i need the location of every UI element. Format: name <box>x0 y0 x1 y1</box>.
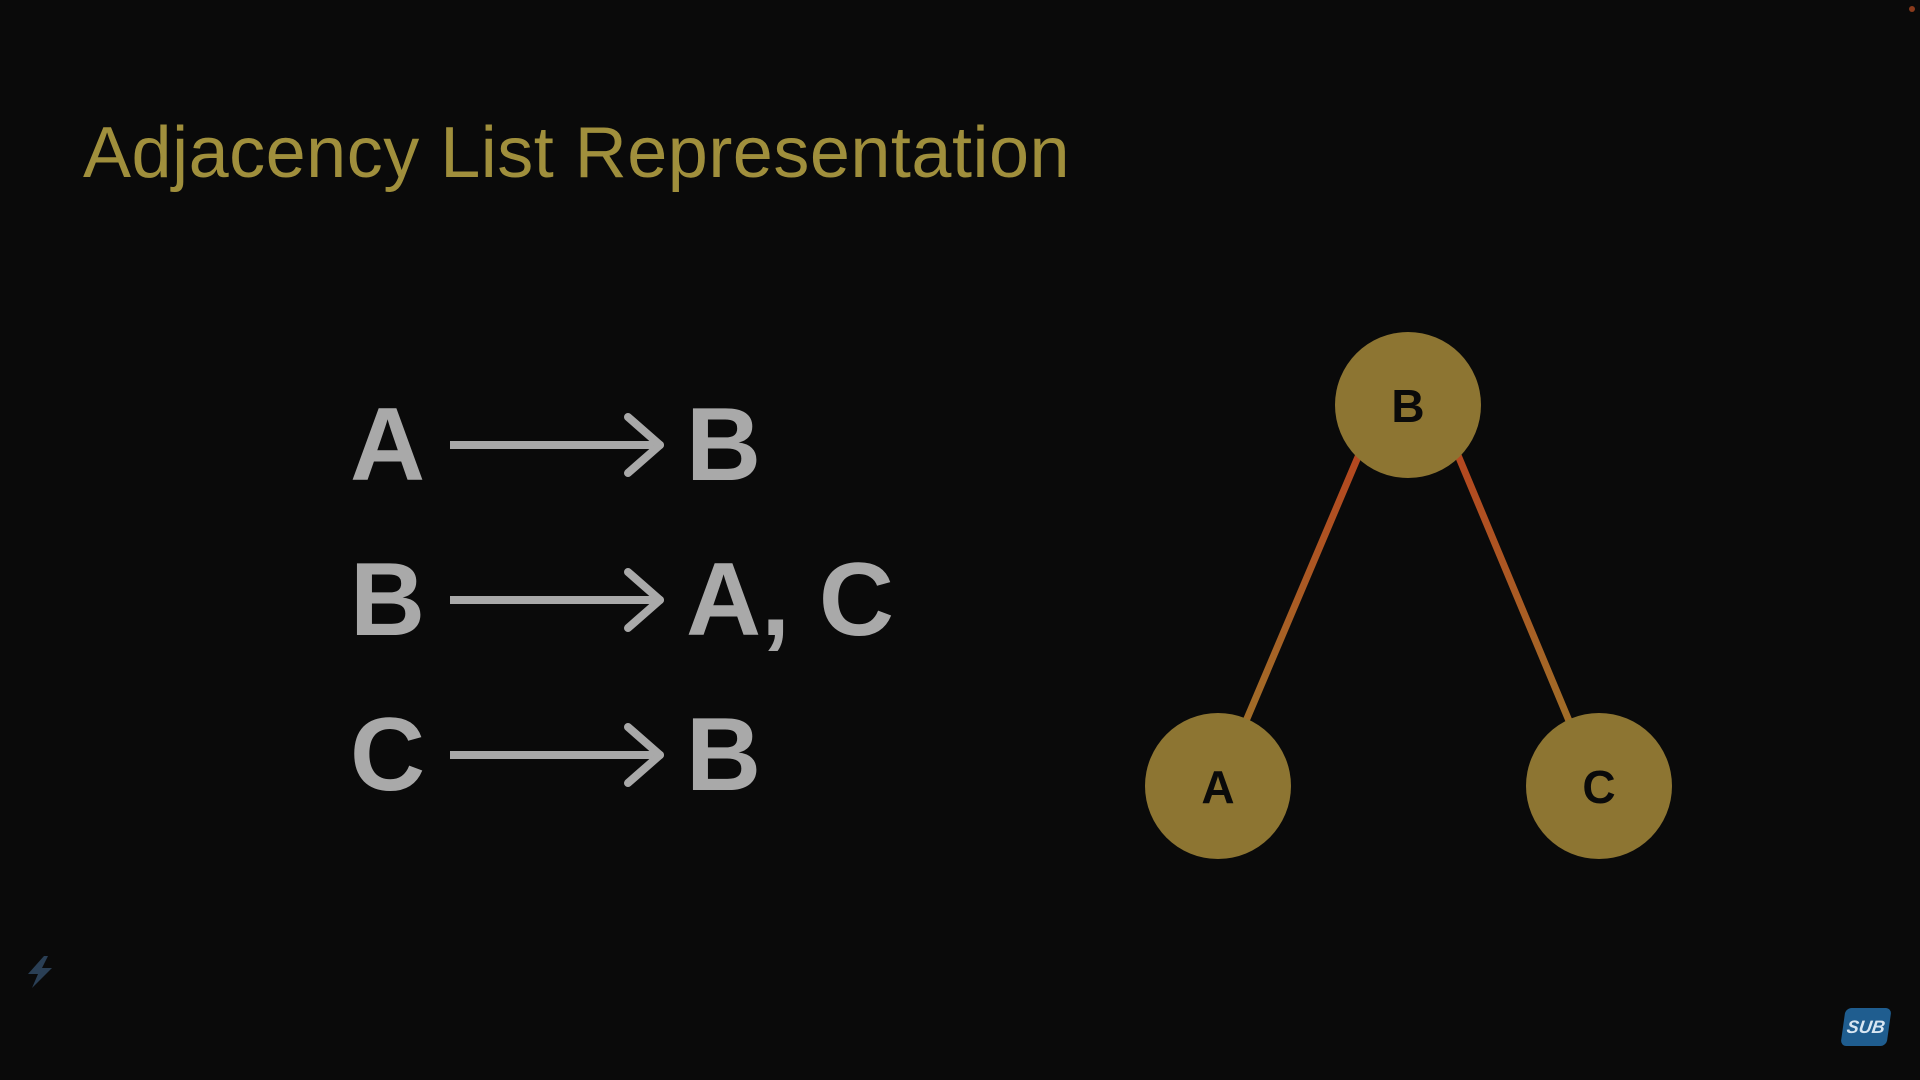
sub-badge: SUB <box>1840 1008 1892 1046</box>
right-arrow-icon <box>450 568 664 632</box>
adjacency-neighbors: B <box>686 697 762 813</box>
adjacency-neighbors: A, C <box>686 542 894 658</box>
graph-diagram: B A C <box>1145 332 1672 859</box>
right-arrow-icon <box>450 723 664 787</box>
adjacency-source: A <box>349 387 426 503</box>
adjacency-row-b: B A, C <box>340 540 960 660</box>
adjacency-neighbors: B <box>686 387 762 503</box>
slide-title: Adjacency List Representation <box>83 113 1071 193</box>
adjacency-row-c: C B <box>340 695 960 815</box>
node-a-circle <box>1145 713 1291 859</box>
node-a: A <box>1145 713 1291 859</box>
node-b: B <box>1335 332 1481 478</box>
node-c-circle <box>1526 713 1672 859</box>
edge-b-c <box>1433 403 1576 730</box>
right-arrow-icon <box>450 413 664 477</box>
edge-b-a <box>1239 403 1384 730</box>
node-c-label: C <box>1582 761 1615 813</box>
node-b-label: B <box>1391 380 1424 432</box>
node-a-label: A <box>1201 761 1234 813</box>
brand-logo-icon <box>28 956 52 988</box>
adjacency-row-a: A B <box>340 385 960 505</box>
adjacency-source: C <box>349 697 426 813</box>
corner-dot <box>1909 6 1915 12</box>
adjacency-source: B <box>349 542 426 658</box>
node-c: C <box>1526 713 1672 859</box>
adjacency-list: A B B A, C C B <box>340 385 960 813</box>
node-b-circle <box>1335 332 1481 478</box>
